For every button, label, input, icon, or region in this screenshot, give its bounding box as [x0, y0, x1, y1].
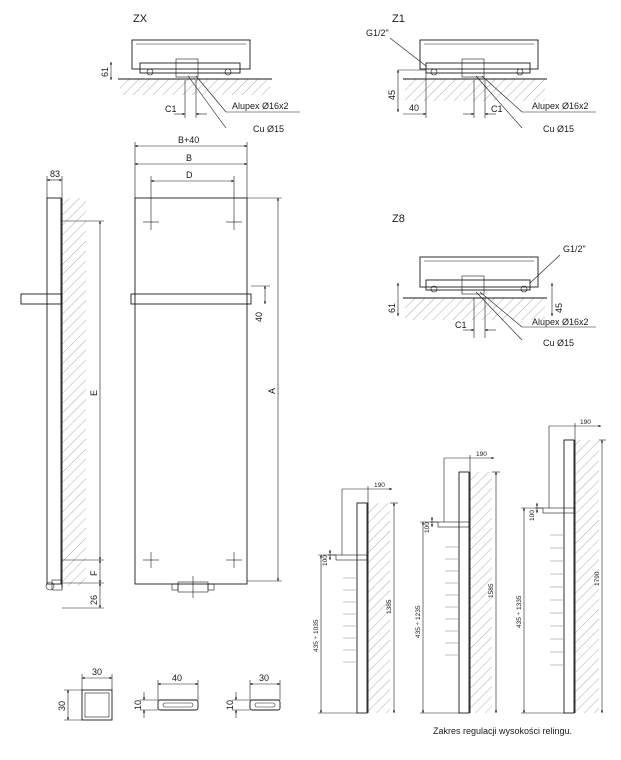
view-z1: Z1 G1/2" 45 40 C1 Alupex Ø16x2 Cu Ø15: [366, 13, 596, 134]
dim-d: D: [186, 170, 193, 180]
label-alupex: Alupex Ø16x2: [532, 317, 589, 327]
dim-f: F: [89, 570, 99, 576]
dim-61: 61: [100, 67, 110, 77]
dim-a: A: [267, 388, 277, 394]
rail-view-1: 190 100 435 ÷ 1035 1385: [313, 482, 398, 714]
dim-26: 26: [89, 595, 99, 605]
dim-b: B: [186, 153, 192, 163]
dim-45: 45: [554, 303, 564, 313]
rail2-dim-top: 190: [476, 451, 487, 458]
valve-body: [139, 62, 241, 74]
caption: Zakres regulacji wysokości relingu.: [433, 726, 572, 736]
profile-flat-40: 40 10: [133, 673, 199, 718]
wall-hatch: [120, 79, 270, 95]
mounting-mark: [226, 552, 242, 568]
valve-connector: [175, 58, 199, 78]
profile-flat2-width: 30: [259, 673, 269, 683]
radiator-top-outline: [419, 256, 539, 288]
dim-83: 83: [50, 169, 60, 179]
dim-c1: C1: [455, 320, 467, 330]
dim-c1: C1: [165, 104, 177, 114]
rail-view-3: 190 100 435 ÷ 1335 1790: [516, 419, 606, 714]
dim-45: 45: [387, 90, 397, 100]
towel-rail-front: [130, 293, 252, 305]
rail-view-2: 190 100 435 ÷ 1235 1585: [415, 451, 500, 714]
rail1-dim-range: 435 ÷ 1035: [313, 619, 320, 652]
mounting-mark: [143, 552, 159, 568]
front-view: B+40 B D 40 A: [130, 135, 282, 598]
rail2-dim-rail: 100: [424, 522, 431, 533]
dim-40-front: 40: [254, 312, 264, 322]
radiator-top-outline: [131, 39, 251, 70]
rail2-dim-height: 1585: [488, 583, 495, 598]
dim-61: 61: [387, 303, 397, 313]
profile-square: 30 30: [57, 667, 113, 721]
view-zx: ZX 61 C1 Alupex Ø16x2 Cu Ø15: [100, 13, 300, 134]
label-cu: Cu Ø15: [253, 124, 284, 134]
rail1-dim-height: 1385: [386, 599, 393, 614]
rail3-dim-rail: 100: [529, 510, 536, 521]
profile-flat2-height: 10: [225, 700, 235, 710]
view-z1-title: Z1: [392, 13, 405, 25]
rail3-dim-height: 1790: [594, 571, 601, 586]
profile-flat-30: 30 10: [225, 673, 281, 718]
mounting-mark: [226, 214, 242, 230]
dim-c1: C1: [491, 104, 503, 114]
profile-square-width: 30: [92, 667, 102, 677]
label-g12: G1/2": [366, 28, 389, 38]
valve-front: [171, 576, 215, 598]
radiator-front: [134, 197, 248, 585]
label-g12: G1/2": [563, 244, 586, 254]
side-view: 83 E F 26: [20, 169, 104, 609]
rail2-dim-range: 435 ÷ 1235: [415, 605, 422, 638]
radiator-top-outline: [419, 39, 539, 70]
towel-rail-side: [20, 293, 63, 305]
label-cu: Cu Ø15: [543, 338, 574, 348]
rail1-dim-rail: 100: [322, 555, 329, 566]
dim-b40: B+40: [178, 135, 199, 145]
rail1-dim-top: 190: [374, 482, 385, 489]
valve-body: [425, 62, 531, 74]
view-zx-title: ZX: [133, 13, 148, 25]
profile-flat1-height: 10: [133, 700, 143, 710]
view-z8-title: Z8: [392, 213, 405, 225]
label-cu: Cu Ø15: [543, 124, 574, 134]
rail3-dim-range: 435 ÷ 1335: [516, 595, 523, 628]
profile-square-height: 30: [57, 701, 67, 711]
mounting-mark: [143, 214, 159, 230]
radiator-side: [46, 197, 62, 585]
label-alupex: Alupex Ø16x2: [232, 101, 289, 111]
wall-hatch: [62, 198, 86, 586]
label-alupex: Alupex Ø16x2: [532, 101, 589, 111]
view-z8: Z8 G1/2" 61 45 C1 Alupex Ø16x2 Cu Ø15: [387, 213, 596, 348]
rail3-dim-top: 190: [580, 419, 591, 426]
profile-flat1-width: 40: [172, 673, 182, 683]
dim-e: E: [89, 390, 99, 396]
dim-40: 40: [409, 103, 419, 113]
